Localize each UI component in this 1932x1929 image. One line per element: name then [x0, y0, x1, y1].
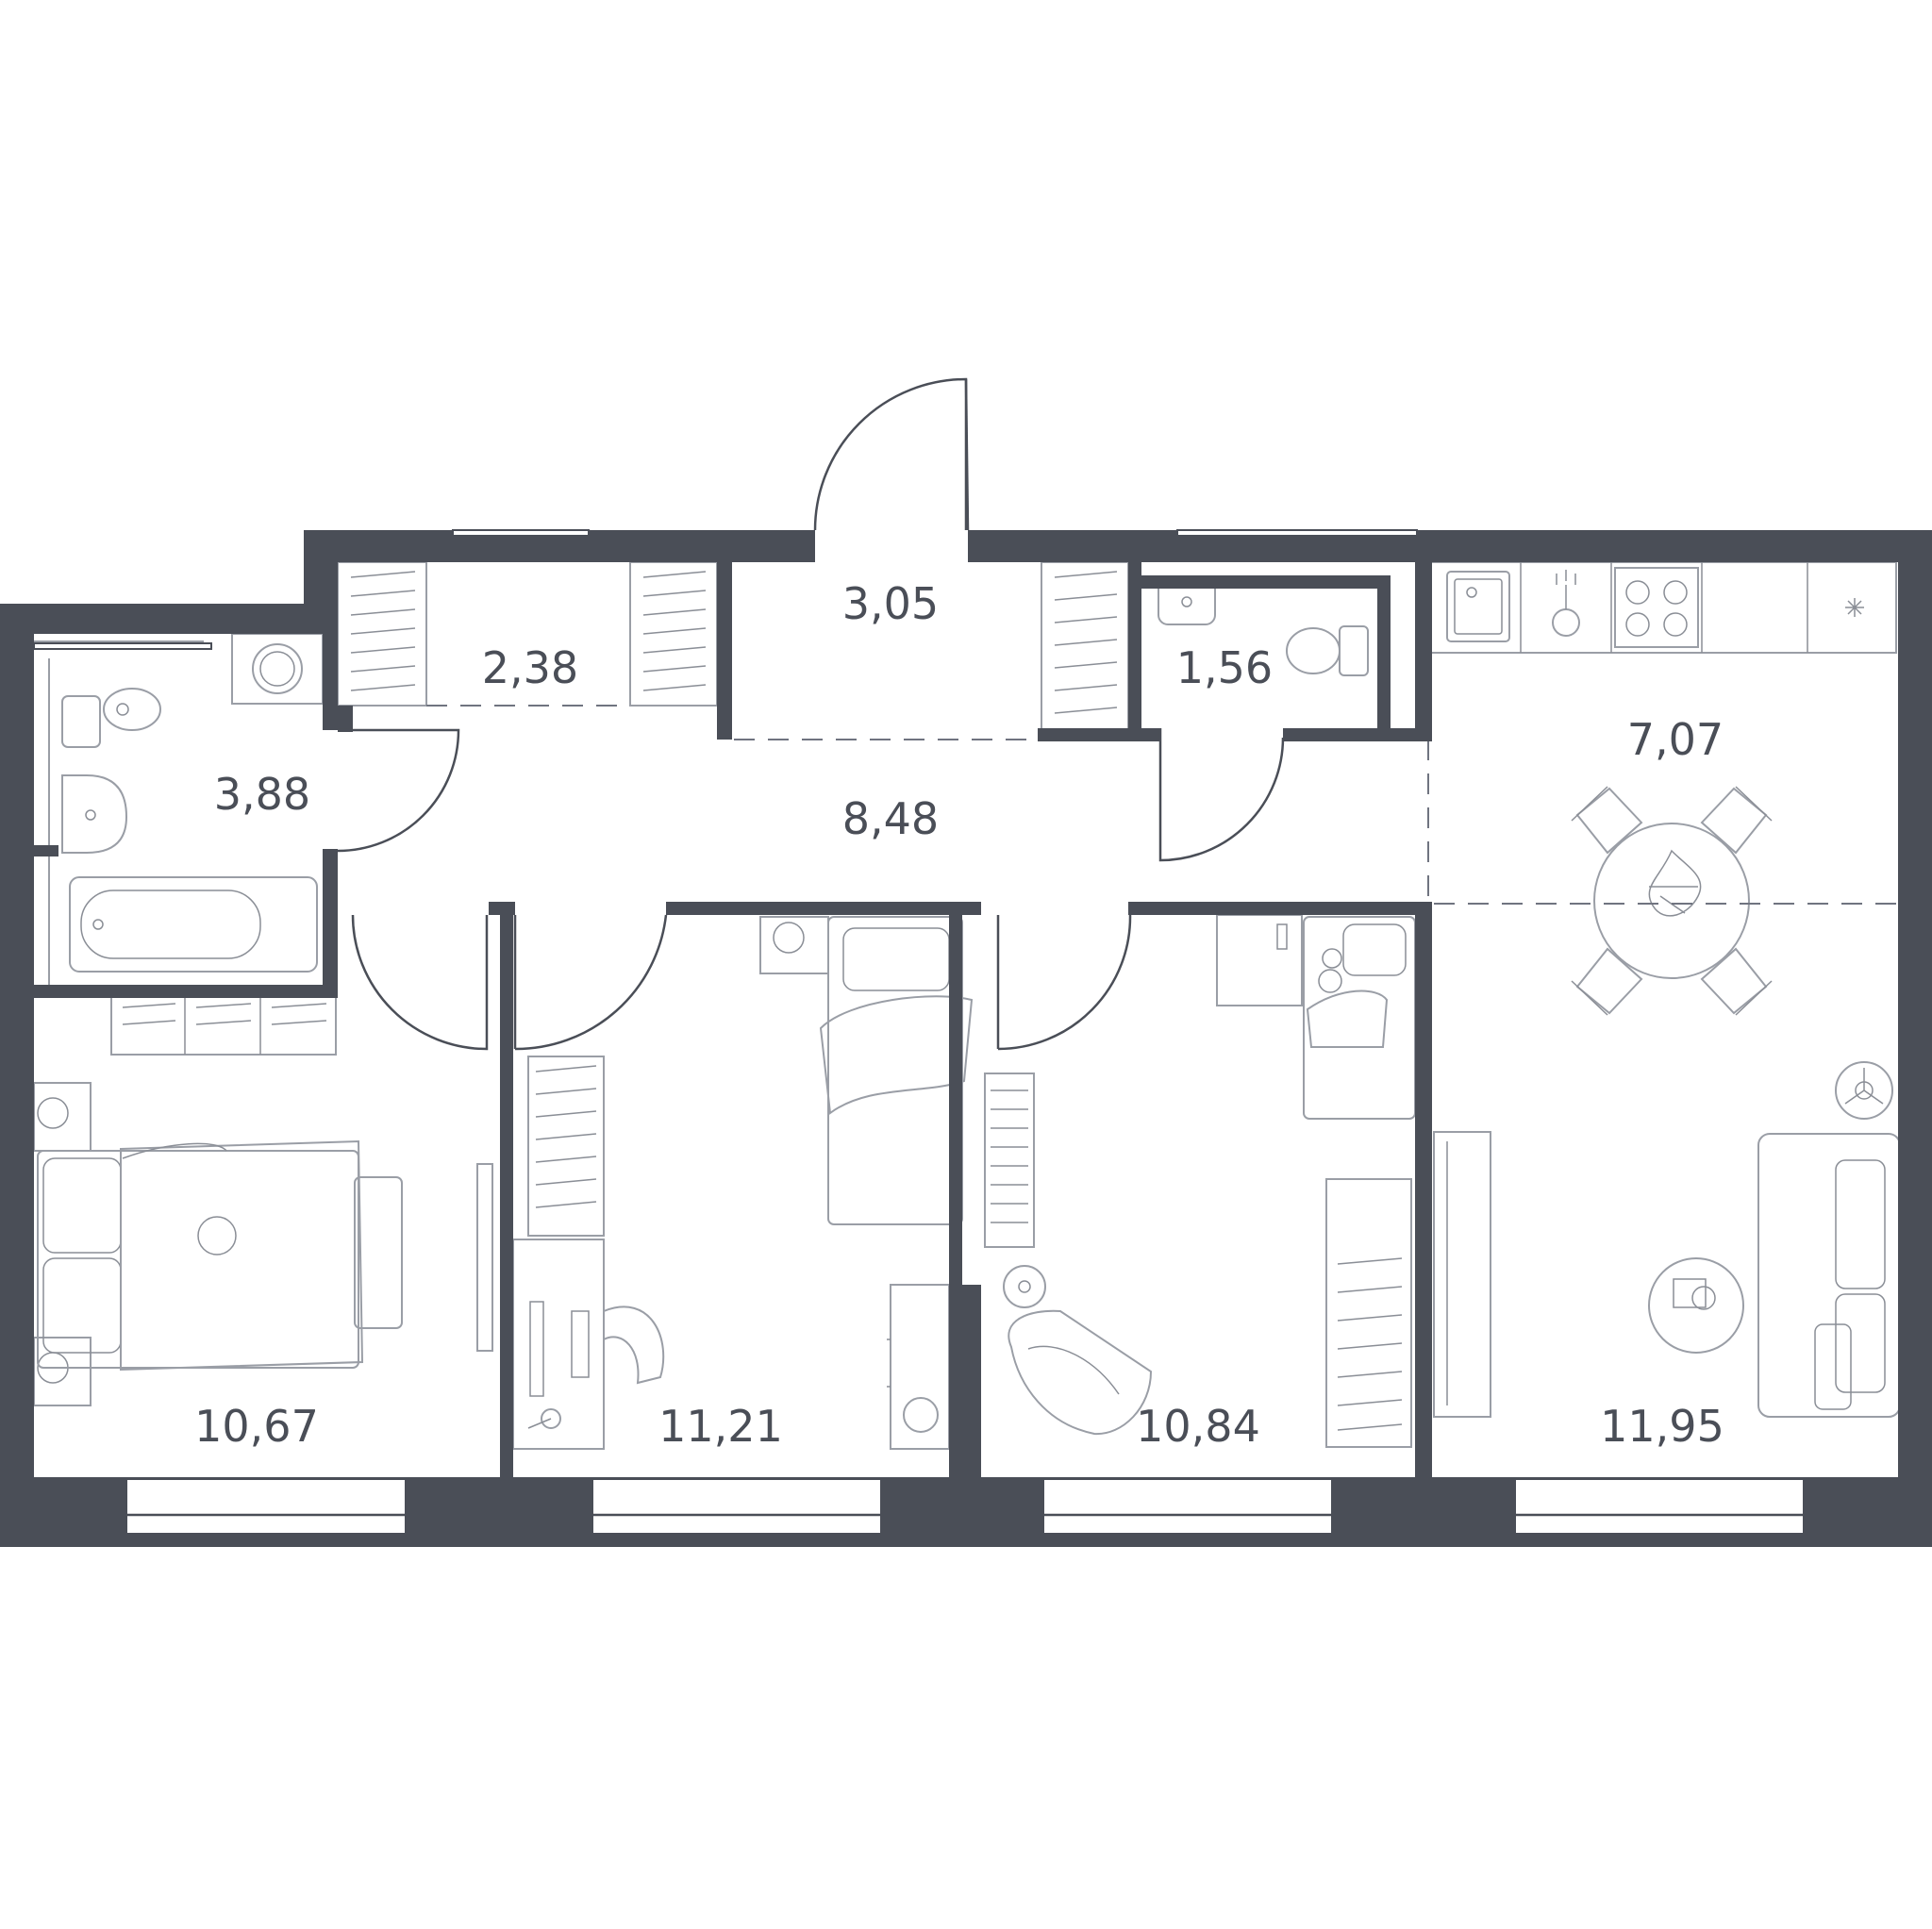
wall: [949, 1285, 981, 1500]
chair-icon: [1571, 947, 1643, 1016]
window: [1514, 1478, 1805, 1535]
chair-icon: [1700, 786, 1773, 855]
chair-icon: [1700, 947, 1773, 1016]
bedroom-2-door: [514, 914, 668, 1051]
chair-icon: [1571, 786, 1643, 855]
nightstand-icon: [33, 1082, 92, 1152]
walls: [0, 530, 1932, 1547]
window: [33, 642, 212, 650]
wc-door: [1158, 728, 1285, 862]
faucet-icon: [1552, 570, 1580, 637]
desk-icon: [1216, 914, 1303, 1006]
stove-icon: [1614, 567, 1699, 648]
plant-icon: [1835, 1061, 1893, 1120]
room-area-bedroom-1: 10,67: [194, 1401, 319, 1452]
room-area-wc: 1,56: [1176, 642, 1273, 693]
bathroom-door: [337, 728, 460, 853]
snowflake-icon: [1845, 598, 1864, 617]
nightstand-icon: [33, 1337, 92, 1406]
dining-table-icon: [1593, 823, 1750, 979]
room-area-storage: 2,38: [482, 642, 578, 693]
room-area-living-room: 11,95: [1600, 1401, 1724, 1452]
room-area-entrance: 3,05: [842, 578, 939, 629]
wall: [717, 562, 732, 740]
bathtub-icon: [69, 876, 318, 973]
kitchen-counter-icon: [1429, 561, 1897, 654]
lamp-icon: [527, 1408, 561, 1429]
furniture-layer: [33, 561, 1928, 1450]
wardrobe-icon: [1325, 1178, 1412, 1448]
wall: [1898, 530, 1932, 1547]
wall: [1415, 902, 1432, 1500]
mirror-icon: [476, 1163, 493, 1352]
wardrobe-icon: [1041, 561, 1129, 737]
room-area-bathroom: 3,88: [214, 769, 310, 820]
nightstand-icon: [759, 916, 829, 974]
room-area-hallway: 8,48: [842, 793, 939, 844]
sink-icon: [61, 774, 128, 854]
washing-machine-icon: [231, 633, 324, 705]
wall: [1128, 902, 1415, 915]
bedroom-1-door: [351, 914, 489, 1051]
stool-icon: [1003, 1265, 1046, 1308]
sink-icon: [1446, 571, 1510, 642]
wall: [1128, 562, 1141, 732]
wall: [1283, 728, 1428, 741]
wall: [323, 849, 338, 989]
dresser-icon: [887, 1284, 950, 1450]
entrance-door: [813, 377, 968, 531]
piano-icon: [984, 1073, 1035, 1248]
window: [452, 529, 590, 537]
room-area-bedroom-3: 10,84: [1136, 1401, 1260, 1452]
wall: [1038, 728, 1160, 741]
wardrobe-icon: [110, 991, 337, 1056]
wall: [949, 902, 962, 1285]
wall: [0, 604, 336, 634]
tv-icon: [1433, 1131, 1491, 1418]
window: [1042, 1478, 1333, 1535]
wall: [1415, 562, 1432, 741]
window: [125, 1478, 407, 1535]
cushion-icon: [354, 1176, 403, 1329]
wall: [1377, 575, 1391, 732]
armchair-icon: [1008, 1309, 1153, 1436]
wall: [338, 706, 353, 732]
football-icon: [903, 1397, 939, 1433]
toilet-icon: [61, 688, 161, 748]
toilet-icon: [1286, 625, 1369, 676]
doors: [337, 377, 1285, 1051]
window: [591, 1478, 882, 1535]
wall: [0, 604, 34, 1547]
bedroom-3-door: [997, 914, 1132, 1051]
coffee-table-icon: [1648, 1257, 1744, 1354]
double-bed-icon: [37, 1139, 364, 1372]
wall: [1141, 575, 1391, 589]
wall: [304, 530, 338, 634]
single-bed-icon: [1303, 916, 1416, 1120]
wall: [34, 845, 58, 856]
room-area-bedroom-2: 11,21: [658, 1401, 783, 1452]
desk-icon: [512, 1239, 605, 1450]
wardrobe-icon: [527, 1056, 605, 1237]
chair-icon: [603, 1305, 665, 1385]
wardrobe-icon: [337, 561, 427, 707]
room-area-kitchen: 7,07: [1627, 714, 1724, 765]
wall: [34, 985, 338, 998]
wardrobe-icon: [629, 561, 718, 707]
wall: [500, 902, 513, 1500]
area-labels: 3,88 2,38 3,05 1,56 8,48 7,07 10,67 11,2…: [194, 578, 1724, 1452]
wall: [968, 530, 1932, 562]
window: [1176, 529, 1418, 537]
sofa-icon: [1757, 1133, 1901, 1418]
wall: [323, 634, 338, 730]
windows: [33, 529, 1805, 1535]
wall: [666, 902, 981, 915]
